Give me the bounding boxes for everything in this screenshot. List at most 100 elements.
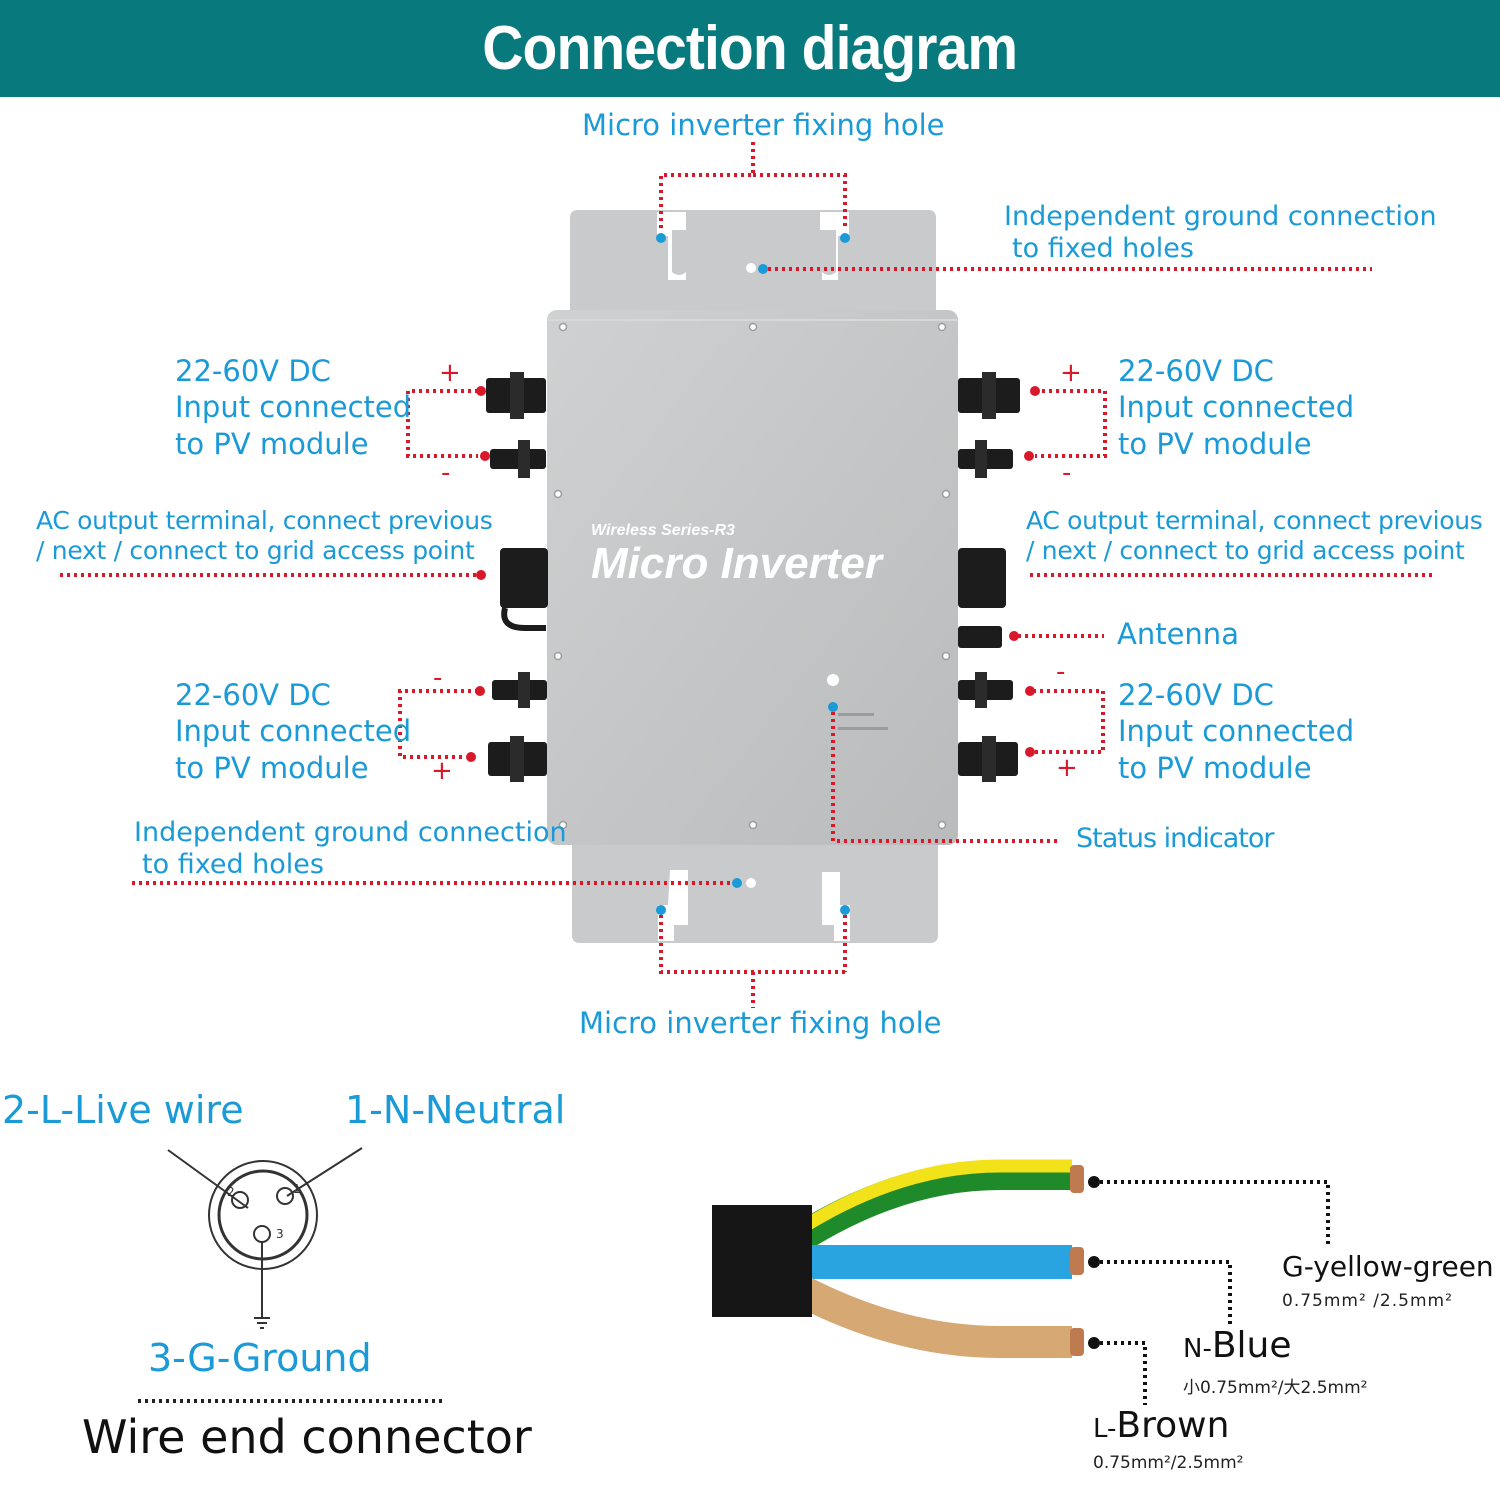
leader-live-pin — [167, 1149, 249, 1209]
label-ground-bottom: Independent ground connection to fixed h… — [134, 817, 567, 882]
leader-neutral-wire — [1100, 1260, 1232, 1325]
leader-fixing-bottom-left — [659, 915, 845, 974]
leader-status — [831, 705, 1058, 843]
wire-live — [792, 1275, 1072, 1358]
leader-dc-top-left — [406, 389, 478, 458]
label-dc-top-right-line2: Input connected — [1118, 390, 1355, 425]
pin-2-socket — [231, 1191, 249, 1209]
polarity-plus-top-right: + — [1060, 358, 1082, 388]
endpoint-dots — [466, 233, 1040, 915]
label-live-prefix: L- — [1093, 1414, 1117, 1444]
label-dc-top-left-line1: 22-60V DC — [175, 354, 331, 388]
label-neutral-wire: N-Blue — [1183, 1325, 1292, 1366]
label-dc-input-top-right: 22-60V DC Input connected to PV module — [1118, 353, 1354, 462]
label-neutral-name: Blue — [1211, 1325, 1292, 1366]
label-pin-2-live: 2-L-Live wire — [2, 1088, 244, 1132]
label-ground-bottom-line1: Independent ground connection — [134, 817, 567, 848]
label-live-wire-spec: 0.75mm²/2.5mm² — [1093, 1453, 1244, 1473]
device-series-text: Wireless Series-R3 — [591, 522, 735, 539]
cable-endpoint-dots — [1088, 1176, 1100, 1349]
label-live-wire: L-Brown — [1093, 1405, 1229, 1446]
label-dc-top-left-line3: to PV module — [175, 426, 369, 461]
label-dc-input-bottom-left: 22-60V DC Input connected to PV module — [175, 677, 411, 786]
label-ground-wire-spec: 0.75mm² /2.5mm² — [1282, 1291, 1453, 1311]
label-ac-left-line1: AC output terminal, connect previous — [36, 506, 493, 535]
leader-lines — [60, 142, 1432, 1008]
pin-number-1: 1 — [293, 1182, 301, 1196]
label-dc-bottom-left-line3: to PV module — [175, 750, 369, 785]
label-ground-top: Independent ground connection to fixed h… — [1004, 201, 1437, 266]
label-dc-top-right-line3: to PV module — [1118, 426, 1312, 461]
label-live-name: Brown — [1116, 1405, 1230, 1446]
label-dc-bottom-left-line2: Input connected — [175, 714, 412, 749]
power-cable — [712, 1159, 1084, 1358]
leader-dc-top-right — [1035, 389, 1107, 458]
label-neutral-wire-spec: 小0.75mm²/大2.5mm² — [1183, 1378, 1368, 1398]
label-ground-wire: G-yellow-green — [1282, 1250, 1494, 1283]
wire-end-connector-diagram — [167, 1147, 363, 1329]
wire-ground — [792, 1160, 1072, 1251]
polarity-minus-bottom-left: - — [433, 663, 443, 693]
wire-neutral-tip — [1070, 1247, 1084, 1275]
label-ac-left-line2: / next / connect to grid access point — [36, 536, 475, 565]
label-dc-top-right-line1: 22-60V DC — [1118, 354, 1274, 388]
label-dc-bottom-left-line1: 22-60V DC — [175, 678, 331, 712]
leader-live-wire — [1100, 1341, 1147, 1405]
polarity-plus-top-left: + — [439, 358, 461, 388]
pin-number-2: 2 — [227, 1185, 235, 1199]
label-ac-right-line2: / next / connect to grid access point — [1026, 536, 1465, 565]
label-antenna: Antenna — [1117, 617, 1239, 651]
pin-1-socket — [276, 1187, 294, 1205]
dc-connector-right-top — [958, 372, 1020, 419]
polarity-plus-bottom-left: + — [431, 756, 453, 786]
polarity-minus-top-left: - — [441, 458, 451, 488]
dc-connector-right-bottom-plus — [958, 736, 1018, 782]
label-pin-1-neutral: 1-N-Neutral — [345, 1088, 566, 1132]
label-dc-bottom-right-line2: Input connected — [1118, 714, 1355, 749]
device-name-text: Micro Inverter — [591, 539, 885, 588]
label-ac-output-right: AC output terminal, connect previous / n… — [1026, 506, 1483, 566]
dc-connector-left-bottom-plus — [488, 736, 547, 782]
label-dc-bottom-right-line1: 22-60V DC — [1118, 678, 1274, 712]
antenna-connector — [958, 626, 1002, 648]
ac-connector-right — [958, 548, 1006, 608]
label-dc-input-top-left: 22-60V DC Input connected to PV module — [175, 353, 411, 462]
dc-connector-left-bottom-minus — [492, 672, 547, 708]
label-pin-3-ground: 3-G-Ground — [148, 1336, 372, 1380]
leader-ground-wire — [1100, 1180, 1330, 1245]
page-title: Connection diagram — [482, 14, 1019, 83]
label-dc-input-bottom-right: 22-60V DC Input connected to PV module — [1118, 677, 1354, 786]
inverter-body — [547, 310, 958, 845]
label-ground-bottom-line2: to fixed holes — [142, 849, 324, 881]
label-status-indicator: Status indicator — [1076, 823, 1274, 854]
pin-3-socket — [253, 1225, 271, 1243]
label-ground-top-line2: to fixed holes — [1012, 233, 1194, 265]
polarity-minus-bottom-right: - — [1056, 657, 1066, 687]
label-neutral-prefix: N- — [1183, 1334, 1212, 1364]
leader-dc-bottom-right — [1033, 689, 1105, 754]
label-ground-top-line1: Independent ground connection — [1004, 201, 1437, 232]
leader-fixing-top-left — [659, 142, 755, 228]
dc-connector-left-top — [486, 372, 546, 419]
ac-connector-left — [500, 548, 548, 631]
label-wire-end-connector: Wire end connector — [82, 1410, 532, 1464]
label-dc-top-left-line2: Input connected — [175, 390, 412, 425]
header-banner: Connection diagram — [0, 0, 1500, 97]
leader-fixing-top-right — [753, 173, 847, 228]
dc-connector-left-top-minus — [490, 440, 546, 478]
wire-live-tip — [1070, 1328, 1084, 1356]
label-ac-right-line1: AC output terminal, connect previous — [1026, 506, 1483, 535]
label-fixing-hole-top: Micro inverter fixing hole — [582, 108, 945, 142]
label-dc-bottom-right-line3: to PV module — [1118, 750, 1312, 785]
label-fixing-hole-bottom: Micro inverter fixing hole — [579, 1006, 942, 1040]
mounting-plate-bottom — [572, 845, 938, 943]
wire-ground-tip — [1070, 1165, 1084, 1193]
leader-dc-bottom-left — [398, 689, 478, 759]
label-ac-output-left: AC output terminal, connect previous / n… — [36, 506, 493, 566]
dc-connector-right-bottom-minus — [958, 672, 1013, 708]
pin-number-3: 3 — [276, 1227, 284, 1241]
dc-connector-right-top-minus — [958, 440, 1013, 478]
polarity-plus-bottom-right: + — [1056, 753, 1078, 783]
polarity-minus-top-right: - — [1062, 458, 1072, 488]
